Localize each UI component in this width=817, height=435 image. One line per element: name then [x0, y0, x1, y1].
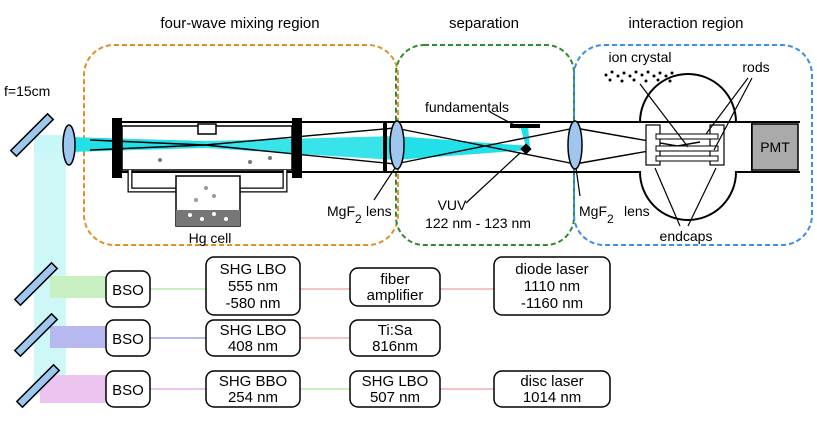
- mgf2-lens-1: [389, 120, 405, 170]
- disc-laser-box: [493, 370, 611, 408]
- shg4-line-1: SHG LBO: [362, 373, 429, 390]
- laser-boxes: [105, 256, 611, 408]
- hg-cell: [112, 118, 302, 227]
- bso-box-1: [105, 270, 151, 308]
- mgf2-label-1: MgF2: [327, 203, 362, 226]
- rods-pointer-2: [713, 77, 753, 151]
- lens-1-pointer: [373, 167, 396, 201]
- pmt-label: PMT: [760, 139, 790, 155]
- mirror-row3: [15, 363, 61, 409]
- lens-2-pointer: [575, 167, 581, 197]
- separation-aperture-1: [383, 122, 387, 172]
- mgf2-label-2: MgF2: [579, 203, 614, 226]
- pmt-detector: [751, 123, 799, 171]
- bso-box-3: [105, 370, 151, 408]
- endcaps-pointer-2: [687, 167, 717, 227]
- vuv-label: VUV: [438, 197, 467, 213]
- lens-label-2: lens: [624, 203, 650, 219]
- focal-length-label: f=15cm: [4, 83, 50, 99]
- fundamentals-beam: [520, 126, 530, 147]
- region-fwm-title: four-wave mixing region: [160, 15, 319, 32]
- uv-beam-black-edge1: [89, 139, 206, 146]
- ion-crystal-label: ion crystal: [608, 49, 671, 65]
- diode-line-1: diode laser: [515, 261, 588, 278]
- ion-crystal-dots: [604, 70, 674, 83]
- fiber-amplifier-box: [349, 267, 441, 307]
- beam-paths: [34, 135, 494, 403]
- laser-box-labels: BSO BSO BSO SHG LBO 555 nm -580 nm SHG L…: [112, 261, 589, 406]
- mirror-top: [9, 112, 55, 158]
- fundamentals-arrow: [489, 111, 521, 129]
- region-separation-frame: [395, 44, 575, 246]
- disc-line-1: disc laser: [520, 373, 583, 390]
- fundamentals-beam-stop: [510, 124, 540, 128]
- vacuum-tube: [120, 121, 800, 173]
- vuv-arrow: [465, 152, 521, 204]
- green-beam-row1: [50, 276, 106, 298]
- bso-1-label: BSO: [112, 282, 144, 299]
- shg-lbo-408-box: [205, 319, 301, 357]
- region-separation-title: separation: [449, 15, 519, 32]
- ion-crystal-pointer: [639, 83, 689, 148]
- shg1-line-1: SHG LBO: [220, 261, 287, 278]
- bso-box-2: [105, 319, 151, 357]
- endcaps-pointer-1: [654, 167, 681, 227]
- rods-pointer-1: [705, 77, 749, 135]
- shg2-line-1: SHG LBO: [220, 322, 287, 339]
- mirrors: [9, 112, 61, 409]
- shg1-line-3: -580 nm: [225, 295, 280, 312]
- vuv-range-label: 122 nm - 123 nm: [425, 215, 531, 231]
- fiber-line-1: fiber: [380, 271, 409, 288]
- shg-lbo-507-box: [349, 370, 441, 408]
- fiber-line-2: amplifier: [367, 287, 424, 304]
- tisa-line-1: Ti:Sa: [378, 322, 413, 339]
- combined-beam-horizontal: [34, 135, 68, 153]
- shg4-line-2: 507 nm: [370, 389, 420, 406]
- mgf2-lens-2: [567, 120, 583, 170]
- region-interaction-title: interaction region: [628, 15, 743, 32]
- tisa-box: [349, 319, 441, 357]
- shg-bbo-254-box: [205, 370, 301, 408]
- pickoff-mirror: [520, 143, 532, 155]
- shg-lbo-555-box: [205, 256, 301, 316]
- blue-beam-row2: [50, 326, 106, 348]
- diode-line-2: 1110 nm: [524, 278, 580, 295]
- lens-label-1: lens: [366, 203, 392, 219]
- uv-beam-black-edge2: [89, 144, 206, 151]
- shg2-line-2: 408 nm: [228, 338, 278, 355]
- hg-cell-label: Hg cell: [189, 230, 232, 246]
- shg1-line-2: 555 nm: [228, 278, 278, 295]
- uv-beam-sep: [395, 136, 530, 160]
- shg3-line-2: 254 nm: [228, 389, 278, 406]
- tisa-line-2: 816nm: [372, 338, 418, 355]
- fundamentals-label: fundamentals: [425, 99, 509, 115]
- shg3-line-1: SHG BBO: [219, 373, 287, 390]
- mirror-row1: [13, 261, 59, 307]
- diode-line-3: -1160 nm: [521, 295, 583, 312]
- disc-line-2: 1014 nm: [523, 389, 581, 406]
- focusing-lens: [62, 124, 76, 166]
- rods-label: rods: [742, 59, 769, 75]
- diode-laser-box: [493, 256, 611, 316]
- endcaps-label: endcaps: [660, 228, 713, 244]
- mirror-row2: [13, 312, 59, 358]
- bso-3-label: BSO: [112, 382, 144, 399]
- bso-2-label: BSO: [112, 331, 144, 348]
